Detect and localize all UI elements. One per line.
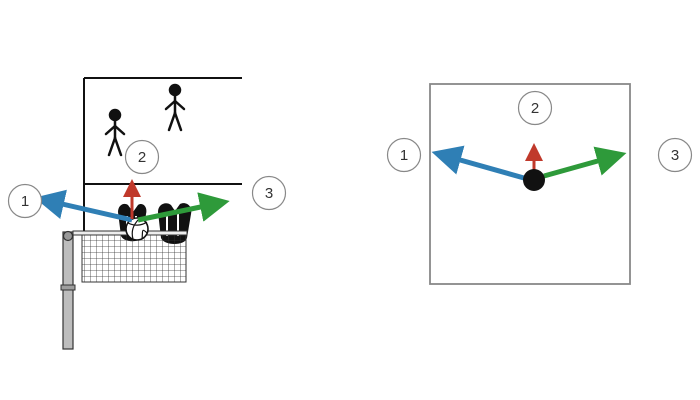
label-3: 3 [657,137,693,173]
right-diagram: 1 2 3 [386,83,693,285]
svg-text:3: 3 [671,147,679,164]
direction-arrow-1 [431,145,525,181]
direction-arrow-1 [34,189,133,223]
svg-text:1: 1 [400,147,408,164]
label-2: 2 [124,139,160,175]
volleyball-icon [125,217,149,241]
player-figure-icon [104,108,126,157]
direction-arrow-3 [543,146,627,179]
svg-text:1: 1 [21,193,29,210]
ball-dot-icon [523,169,545,191]
direction-arrow-3 [137,192,230,223]
label-3: 3 [251,175,287,211]
label-1: 1 [386,137,422,173]
net-icon [72,230,188,283]
net-post-icon [60,230,76,350]
player-figure-icon [164,83,186,132]
label-2: 2 [517,90,553,126]
svg-text:3: 3 [265,185,273,202]
label-1: 1 [7,183,43,219]
svg-text:2: 2 [531,100,539,117]
left-diagram: 1 2 3 [7,77,287,350]
svg-text:2: 2 [138,149,146,166]
